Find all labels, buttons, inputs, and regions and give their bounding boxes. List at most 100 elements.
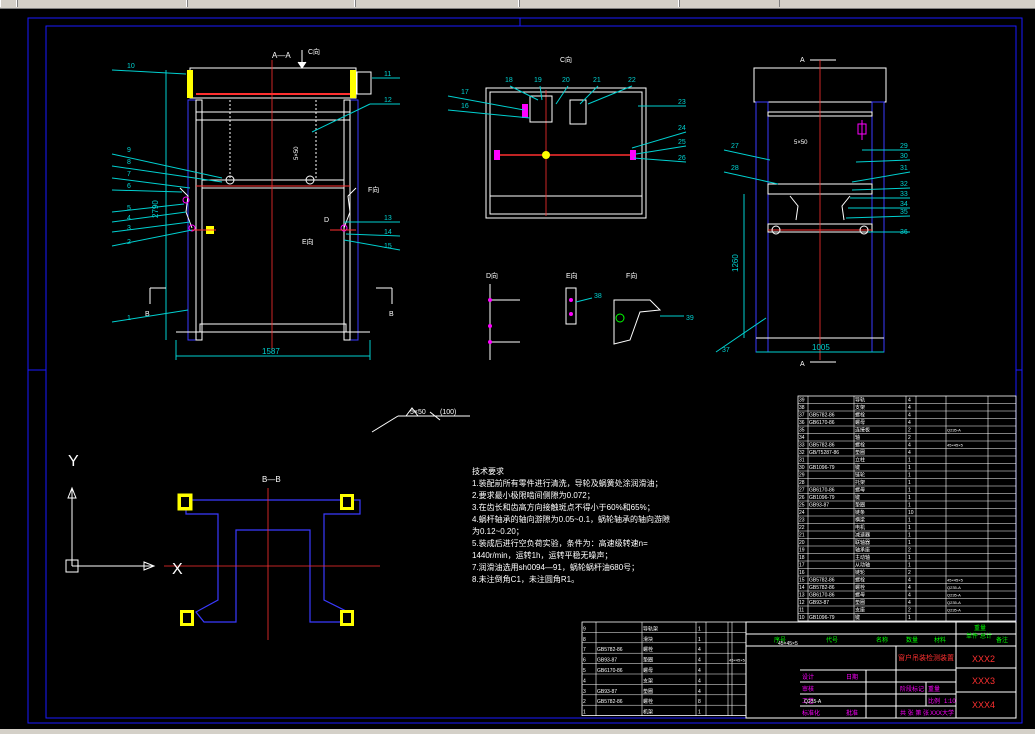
bom-cell-name: 链轮 [855,472,865,479]
tab-1[interactable] [0,0,18,7]
bom-cell-name: 联轴器 [855,539,870,546]
bom-cell-no: 29 [799,473,805,479]
svg-text:34: 34 [900,201,908,208]
tab-6[interactable] [678,0,780,7]
bom-cell-name: 垫圈 [855,449,865,456]
svg-text:9: 9 [127,147,131,154]
bom-cell-qty: 2 [908,548,911,554]
left-lower-pivot [188,224,196,232]
svg-text:比例: 比例 [928,697,940,705]
svg-text:33: 33 [900,191,908,198]
label-section-bb: B—B [262,475,281,484]
svg-text:26: 26 [678,155,686,162]
tab-5[interactable] [518,0,680,7]
bom-cell-name: 链条 [855,509,865,516]
tb-header-total: 总计 [980,632,992,640]
left-column-inner [195,99,203,341]
svg-text:23: 23 [678,99,686,106]
bom-cell-no: 38 [799,405,805,411]
upper-crossbeam [195,111,351,121]
bom-cell-code: GB6170-86 [597,668,623,674]
bom-cell-no: 36 [799,420,805,426]
tb-weight: 重量 [974,624,986,632]
balloon-24: 24 [631,125,687,149]
bom-cell-no: 2 [583,699,586,705]
bom-cell-no: 33 [799,443,805,449]
bom-cell-name: 机架 [643,709,653,716]
dim-height-front: 2790 [151,200,160,218]
bom-cell-note: 45×45×5 [947,578,964,583]
bom-cell-no: 17 [799,563,805,569]
bom-cell-no: 19 [799,548,805,554]
svg-text:共 张 第 张: 共 张 第 张 [900,709,929,717]
top-housing-left-cap [187,70,193,98]
balloon-10: 10 [111,63,187,75]
bom-cell-name: 垫圈 [643,657,653,664]
label-view-f: F向 [626,271,637,280]
svg-text:1:10: 1:10 [944,699,956,705]
bom-cell-qty: 2 [908,608,911,614]
bom-cell-name: 螺母 [855,487,865,494]
svg-text:28: 28 [731,165,739,172]
svg-text:1: 1 [127,315,131,322]
bom-cell-name: 螺母 [855,592,865,599]
svg-text:31: 31 [900,165,908,172]
tb-header-qty: 数量 [906,636,918,644]
svg-text:批准: 批准 [846,709,858,717]
bom-cell-name: 垫圈 [643,688,653,695]
drawing-inner-frame [45,25,1017,719]
svg-text:32: 32 [900,181,908,188]
right-column-outer [349,99,359,341]
bom-cell-no: 30 [799,465,805,471]
bom-cell-qty: 4 [908,593,911,599]
bom-cell-qty: 1 [908,465,911,471]
bom-cell-no: 12 [799,600,805,606]
label-d-letter: D [324,217,329,224]
bom-cell-qty: 1 [908,555,911,561]
label-view-e: E向 [566,271,578,280]
cad-drawing-canvas[interactable]: A—A C向 [0,8,1035,729]
svg-text:标准化: 标准化 [802,709,820,717]
bom-cell-note: 45×45×5 [729,658,746,663]
section-bb-view: B—B [164,475,380,640]
balloon-26: 26 [633,155,687,163]
tab-4[interactable] [354,0,520,7]
svg-text:7: 7 [127,171,131,178]
tab-3[interactable] [186,0,356,7]
bom-cell-name: 螺栓 [855,412,865,419]
balloon-17: 17 [447,89,525,111]
front-view-aa: A—A C向 [145,47,394,360]
tab-2[interactable] [16,0,188,7]
bom-cell-name: 键 [855,614,860,621]
side-wheel-right [859,225,869,235]
title-block: 序号 代号 名称 数量 材料 单件 总计 备注 重量 窗户吊装检测装置 设计 审… [745,621,1017,719]
bom-cell-name: 螺母 [855,419,865,426]
svg-text:36: 36 [900,229,908,236]
weld-note-side: 5×50 [794,140,808,146]
c-view-right-end [630,150,636,160]
bom-cell-code: GB1096-79 [809,615,835,621]
c-view-motor [569,99,587,125]
svg-text:8: 8 [127,159,131,166]
bom-cell-code: GB1096-79 [809,495,835,501]
balloon-21: 21 [579,77,601,105]
tech-req-title: 技术要求 [472,466,504,476]
bom-cell-no: 21 [799,533,805,539]
tech-req-line-5: 为0.12~0.20； [472,526,524,536]
svg-text:设计: 设计 [802,673,814,681]
